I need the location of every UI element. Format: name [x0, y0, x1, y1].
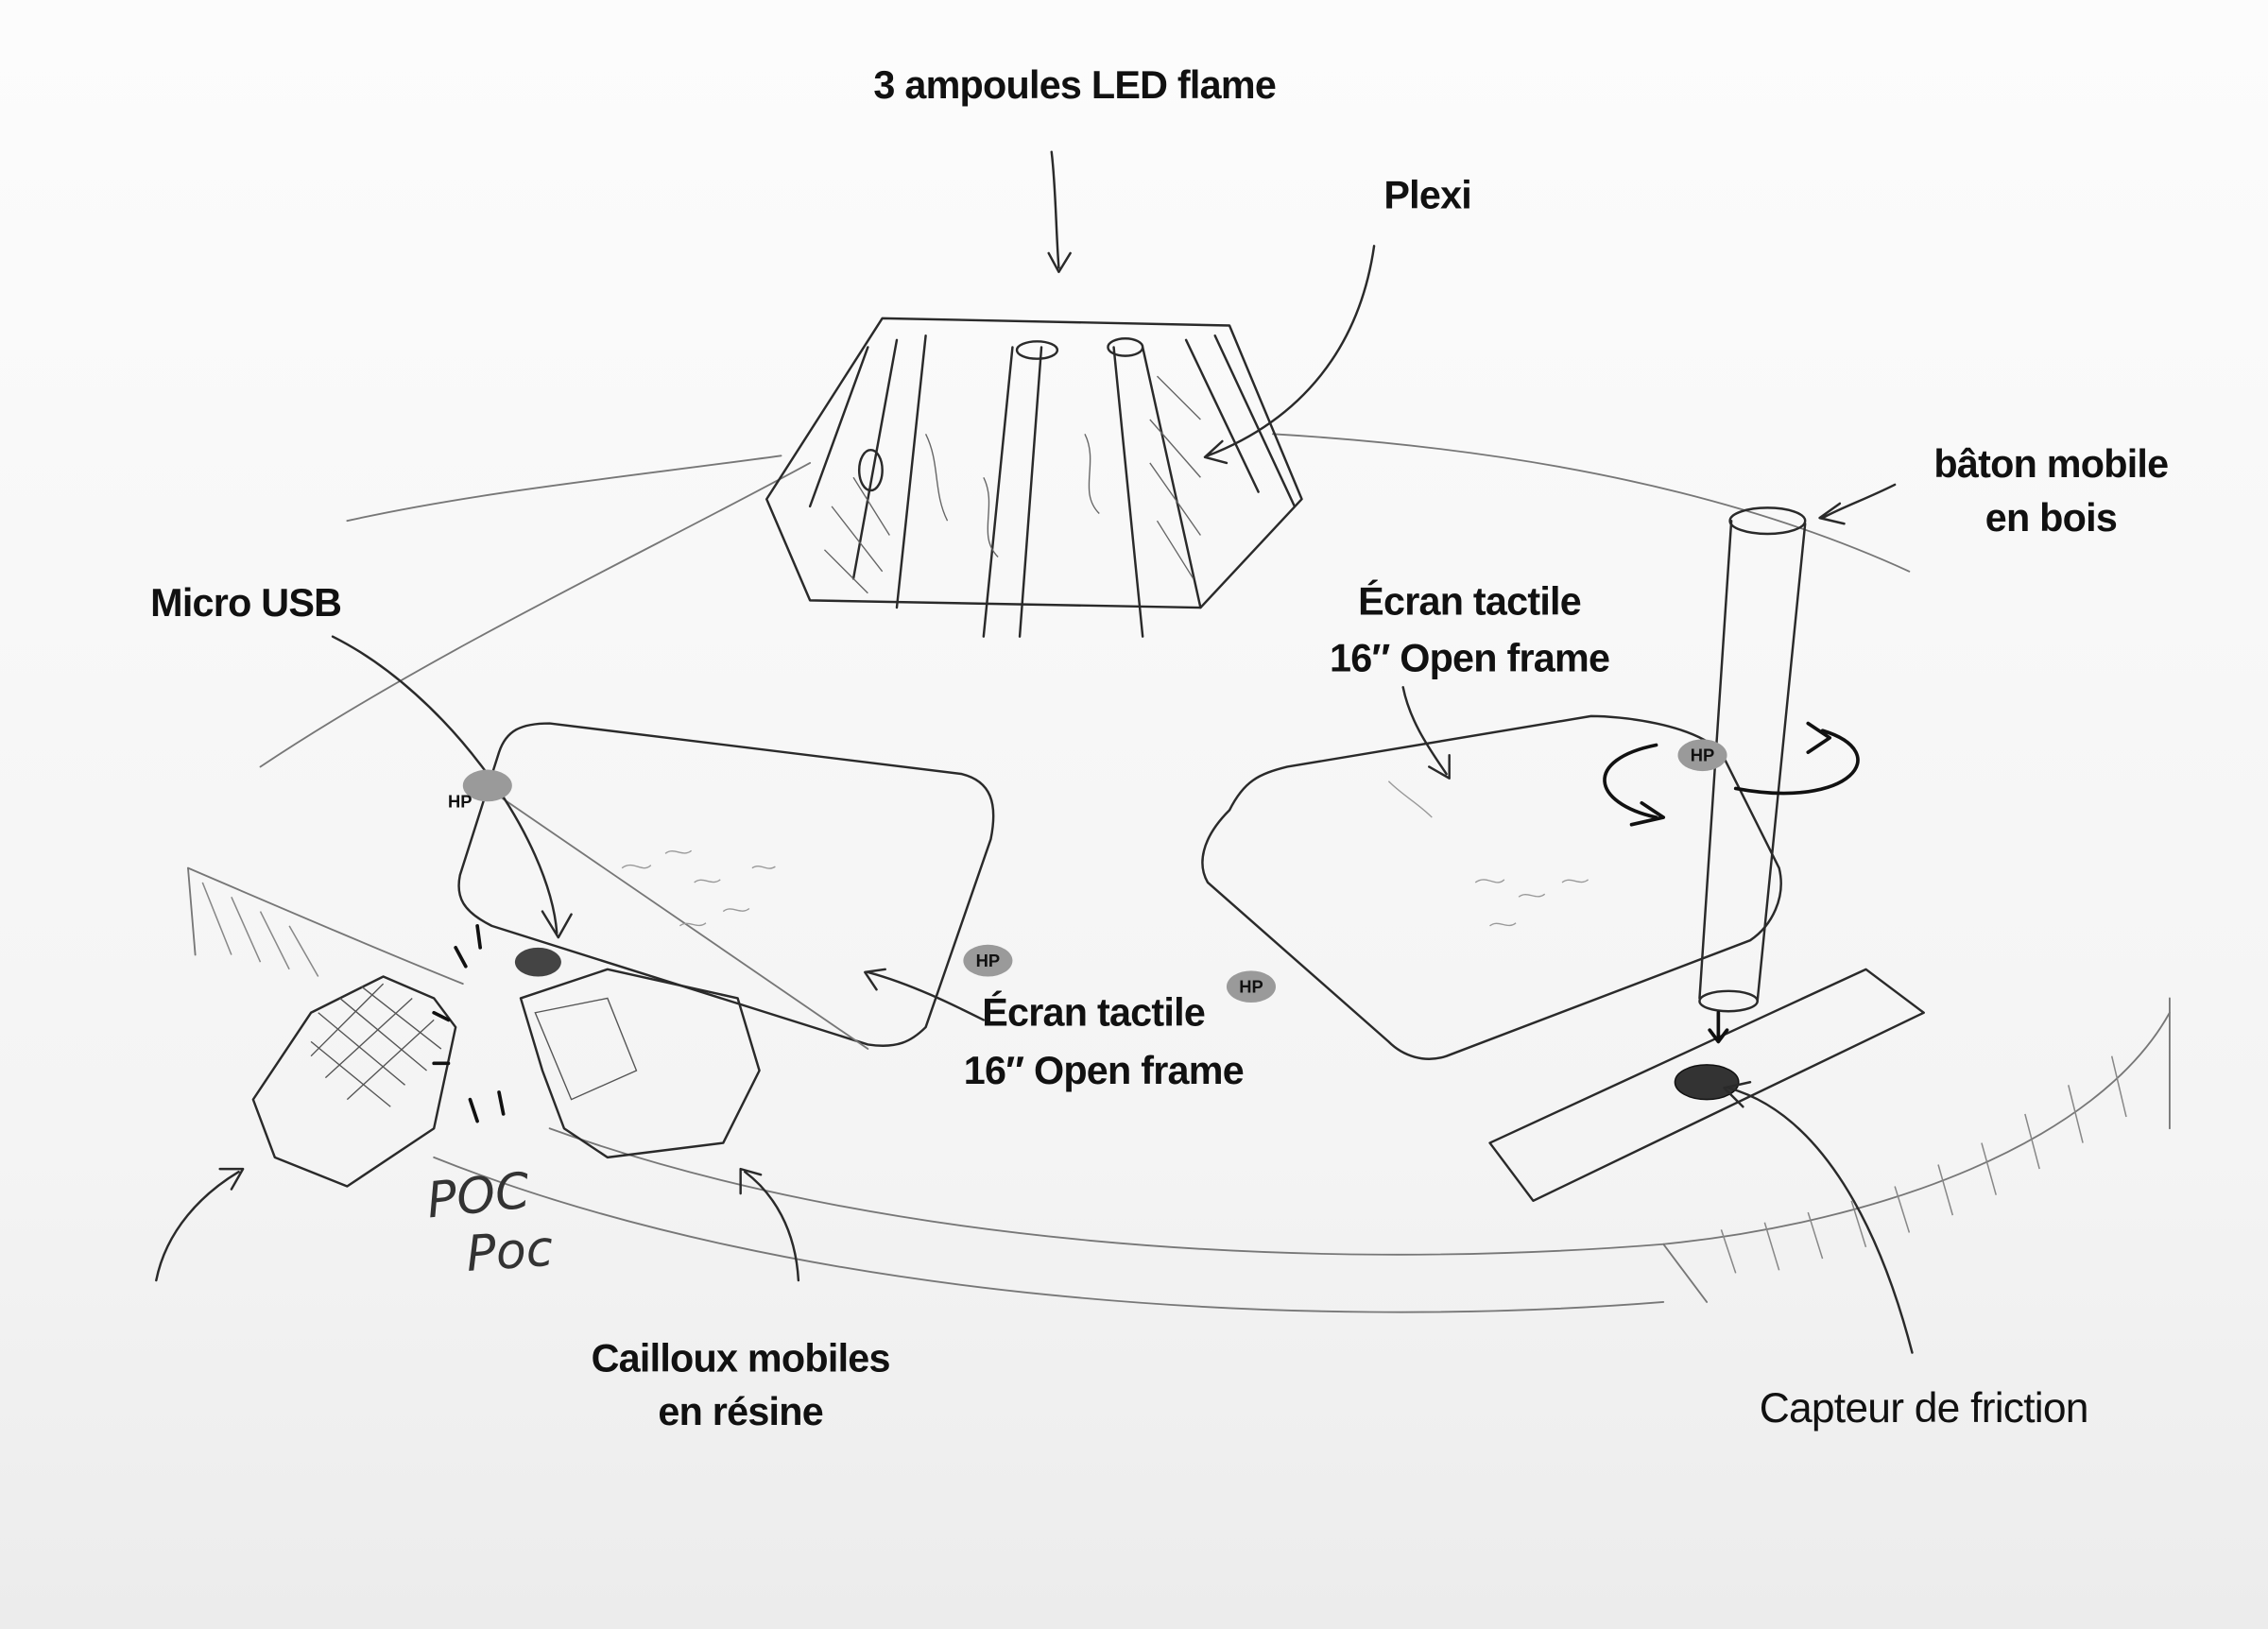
table-outline: [187, 433, 2171, 1313]
speaker-label: HP: [1239, 976, 1263, 996]
sound-poc-2: Poc: [464, 1221, 555, 1283]
label-leds: 3 ampoules LED flame: [873, 63, 1276, 107]
speaker-label: HP: [976, 951, 1001, 970]
friction-sensor: [1674, 1064, 1740, 1101]
friction-sensor-plank: [1488, 968, 1925, 1203]
label-screen-right-2: 16″ Open frame: [1330, 636, 1609, 679]
annotation-arrows: [155, 150, 1914, 1354]
label-screen-right-1: Écran tactile: [1358, 580, 1581, 624]
label-screen-left-1: Écran tactile: [982, 991, 1205, 1035]
right-touchscreen: [1201, 714, 1782, 1060]
speaker-hp-2: HP: [963, 944, 1013, 977]
left-touchscreen: [457, 722, 995, 1050]
wooden-stick: [1603, 506, 1860, 1013]
label-stick-2: en bois: [1985, 496, 2117, 540]
label-plexi: Plexi: [1383, 173, 1471, 216]
label-stick-1: bâton mobile: [1933, 442, 2168, 486]
plexi-fire-sculpture: [765, 317, 1303, 638]
resin-stones: [251, 924, 761, 1188]
label-friction: Capteur de friction: [1760, 1385, 2088, 1432]
label-micro-usb: Micro USB: [150, 581, 341, 625]
label-stones-1: Cailloux mobiles: [592, 1336, 890, 1380]
label-stones-2: en résine: [658, 1390, 823, 1433]
speaker-hp-4: HP: [1677, 739, 1727, 772]
speaker-label: HP: [1691, 745, 1715, 764]
speaker-label: HP: [448, 791, 472, 811]
speaker-hp-3: HP: [1226, 970, 1276, 1003]
sound-poc-1: POC: [424, 1162, 533, 1229]
speaker-hp-1: HP: [448, 769, 512, 811]
label-screen-left-2: 16″ Open frame: [964, 1049, 1244, 1092]
